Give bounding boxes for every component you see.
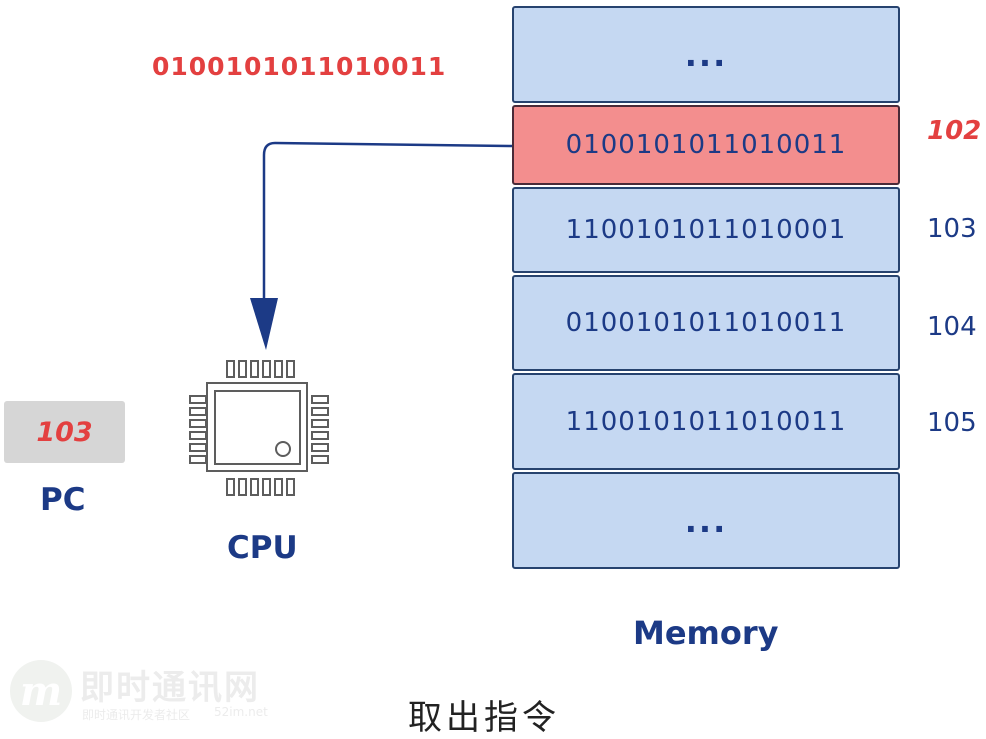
memory-cell-105: 1100101011010011	[512, 373, 900, 470]
watermark-domain: 52im.net	[214, 705, 268, 719]
cpu-label: CPU	[227, 530, 298, 566]
cpu-pins-left	[189, 395, 207, 464]
memory-cell-bottom-ellipsis: ...	[512, 472, 900, 569]
memory-cell-103: 1100101011010001	[512, 187, 900, 273]
fetch-arrow-head	[250, 298, 278, 350]
address-103: 103	[927, 214, 977, 244]
cpu-chip-icon	[189, 360, 329, 496]
memory-label: Memory	[633, 614, 779, 652]
memory-cell-102: 0100101011010011	[512, 105, 900, 185]
fetched-instruction: 0100101011010011	[152, 52, 447, 81]
memory-cell-top-ellipsis: ...	[512, 6, 900, 103]
cpu-pins-bottom	[226, 478, 295, 496]
watermark-name: 即时通讯网	[80, 668, 260, 708]
cpu-pins-right	[311, 395, 329, 464]
cpu-pins-top	[226, 360, 295, 378]
address-104: 104	[927, 312, 977, 342]
caption: 取出指令	[408, 698, 560, 738]
watermark-logo: m	[10, 660, 72, 722]
fetch-arrow	[262, 141, 513, 300]
address-102: 102	[927, 116, 982, 146]
pc-label: PC	[40, 482, 86, 518]
pc-value: 103	[36, 416, 93, 448]
pc-register: 103	[4, 401, 125, 463]
address-105: 105	[927, 408, 977, 438]
watermark-subtitle: 即时通讯开发者社区	[82, 708, 191, 722]
memory-cell-104: 0100101011010011	[512, 275, 900, 371]
